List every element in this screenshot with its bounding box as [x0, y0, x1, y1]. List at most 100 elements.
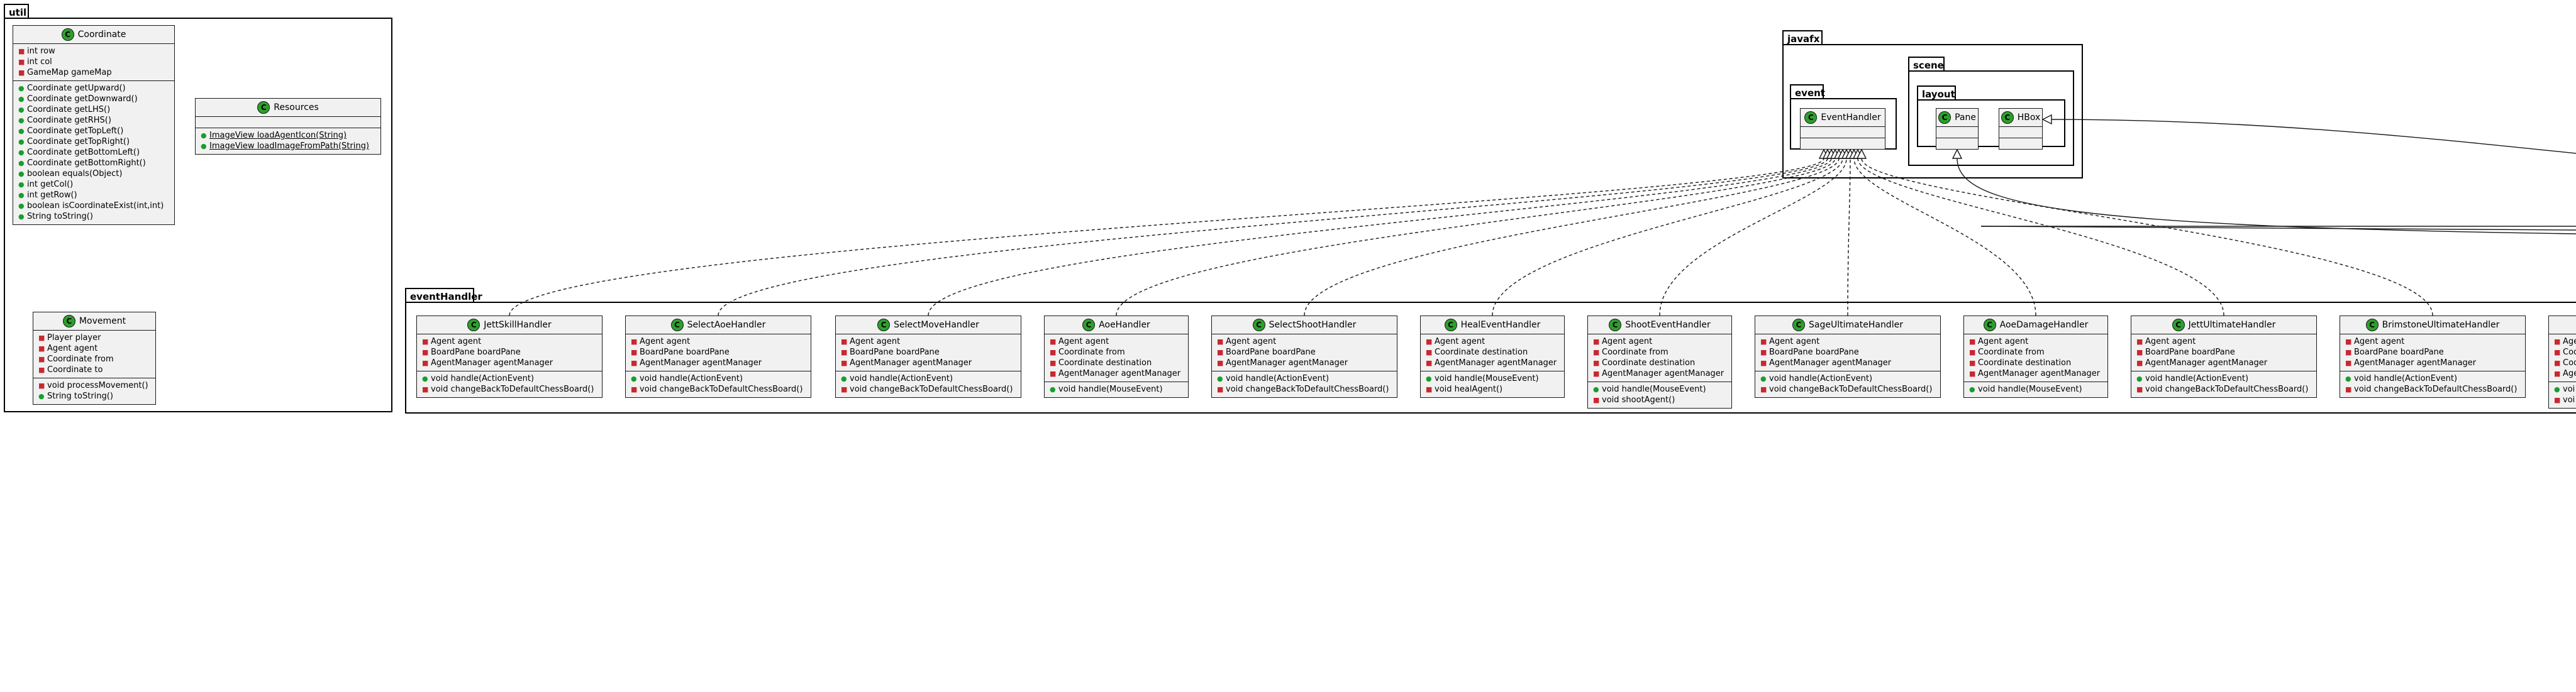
private-visibility-icon: ■ — [18, 58, 25, 66]
public-visibility-icon: ● — [1760, 375, 1767, 383]
attribute: ■AgentManager agentManager — [841, 358, 1016, 368]
member-text: BoardPane boardPane — [640, 348, 730, 357]
member-text: int row — [27, 47, 55, 56]
private-visibility-icon: ■ — [631, 348, 638, 356]
methods-compartment: ●void handle(ActionEvent)■void changeBac… — [2340, 371, 2525, 397]
realization-line — [718, 158, 1828, 316]
member-text: Player player — [47, 333, 101, 343]
attribute: ■AgentManager agentManager — [1760, 358, 1935, 368]
realization-line — [928, 158, 1832, 316]
package-event-label: event — [1795, 87, 1825, 99]
public-visibility-icon: ● — [1593, 385, 1599, 393]
class-name: HBox — [2017, 113, 2041, 123]
member-text: AgentManager agentManager — [1058, 369, 1181, 378]
methods-compartment — [1801, 138, 1885, 149]
public-visibility-icon: ● — [18, 202, 25, 210]
private-visibility-icon: ■ — [2554, 370, 2561, 378]
public-visibility-icon: ● — [2136, 375, 2143, 383]
method: ●void handle(ActionEvent) — [422, 373, 597, 384]
method: ●void handle(ActionEvent) — [1217, 373, 1392, 384]
private-visibility-icon: ■ — [2554, 359, 2561, 367]
method: ●boolean isCoordinateExist(int,int) — [18, 200, 169, 211]
attribute: ■BoardPane boardPane — [2136, 347, 2311, 358]
member-text: BoardPane boardPane — [431, 348, 521, 357]
private-visibility-icon: ■ — [1050, 359, 1057, 367]
public-visibility-icon: ● — [18, 84, 25, 92]
method: ■void changeBackToDefaultChessBoard() — [1217, 384, 1392, 395]
member-text: Coordinate getTopLeft() — [27, 126, 124, 136]
member-text: Coordinate destination — [1602, 358, 1696, 368]
attribute: ■Age — [2554, 336, 2576, 347]
member-text: GameMap gameMap — [27, 68, 112, 77]
public-visibility-icon: ● — [18, 95, 25, 103]
attributes-compartment — [1801, 126, 1885, 138]
attribute: ■Coordinate destination — [1969, 358, 2102, 368]
class-header: C — [2549, 316, 2576, 334]
private-visibility-icon: ■ — [1760, 385, 1767, 393]
attribute: ■Agent agent — [2136, 336, 2311, 347]
public-visibility-icon: ● — [18, 138, 25, 146]
member-text: BoardPane boardPane — [2145, 348, 2235, 357]
class-circle-c-icon: C — [1082, 319, 1096, 331]
attributes-compartment — [196, 116, 380, 128]
class-name: JettUltimateHandler — [2188, 320, 2276, 330]
package-event-tab: event — [1790, 84, 1825, 99]
member-text: Coordinate from — [1978, 348, 2045, 357]
private-visibility-icon: ■ — [1426, 338, 1433, 346]
public-visibility-icon: ● — [18, 127, 25, 135]
member-text: void healAgent() — [1435, 385, 1503, 394]
attribute: ■AgentManager agentManager — [1050, 368, 1183, 379]
private-visibility-icon: ■ — [1760, 359, 1767, 367]
attributes-compartment: ■Agent agent■BoardPane boardPane■AgentMa… — [417, 334, 602, 371]
member-text: Agent agent — [1602, 337, 1653, 346]
attribute: ■AgentManager agentManager — [2345, 358, 2520, 368]
attribute: ■Agent agent — [1760, 336, 1935, 347]
class-name: EventHandler — [1821, 113, 1881, 123]
member-text: void handle(ActionEvent) — [431, 374, 535, 383]
attribute: ■Coordinate to — [38, 365, 150, 375]
attribute: ■BoardPane boardPane — [631, 347, 806, 358]
member-text: void changeBackToDefaultChessBoard() — [431, 385, 594, 394]
attributes-compartment: ■Player player■Agent agent■Coordinate fr… — [33, 330, 155, 378]
attributes-compartment — [1999, 126, 2042, 138]
attribute: ■Agent agent — [1593, 336, 1726, 347]
methods-compartment: ●void handle(ActionEvent)■void changeBac… — [417, 371, 602, 397]
private-visibility-icon: ■ — [422, 348, 429, 356]
private-visibility-icon: ■ — [1050, 370, 1057, 378]
generalization-arrowhead-icon — [1951, 148, 1963, 159]
class-name: AoeDamageHandler — [1999, 320, 2089, 330]
private-visibility-icon: ■ — [1217, 359, 1224, 367]
class-circle-c-icon: C — [877, 319, 891, 331]
member-text: Age — [2563, 369, 2576, 378]
attribute: ■Agent agent — [38, 343, 150, 354]
method: ●ImageView loadAgentIcon(String) — [201, 130, 375, 141]
member-text: void changeBackToDefaultChessBoard() — [850, 385, 1013, 394]
method: ●Coordinate getBottomRight() — [18, 158, 169, 168]
private-visibility-icon: ■ — [38, 344, 45, 353]
class-circle-c-icon: C — [1938, 111, 1951, 124]
private-visibility-icon: ■ — [1426, 385, 1433, 393]
member-text: String toString() — [47, 392, 113, 401]
attribute: ■Player player — [38, 332, 150, 343]
member-text: int getRow() — [27, 190, 77, 200]
method: ●Coordinate getUpward() — [18, 83, 169, 94]
generalization-arrowhead-icon — [2041, 114, 2052, 125]
member-text: Agent agent — [1435, 337, 1485, 346]
member-text: Coordinate getLHS() — [27, 105, 111, 114]
public-visibility-icon: ● — [18, 180, 25, 189]
member-text: Agent agent — [2145, 337, 2196, 346]
member-text: Agent agent — [47, 344, 98, 353]
realization-line — [1853, 158, 2036, 316]
methods-compartment: ■void processMovement()●String toString(… — [33, 378, 155, 404]
methods-compartment: ●void handle(ActionEvent)■void changeBac… — [1755, 371, 1940, 397]
attribute: ■AgentManager agentManager — [631, 358, 806, 368]
